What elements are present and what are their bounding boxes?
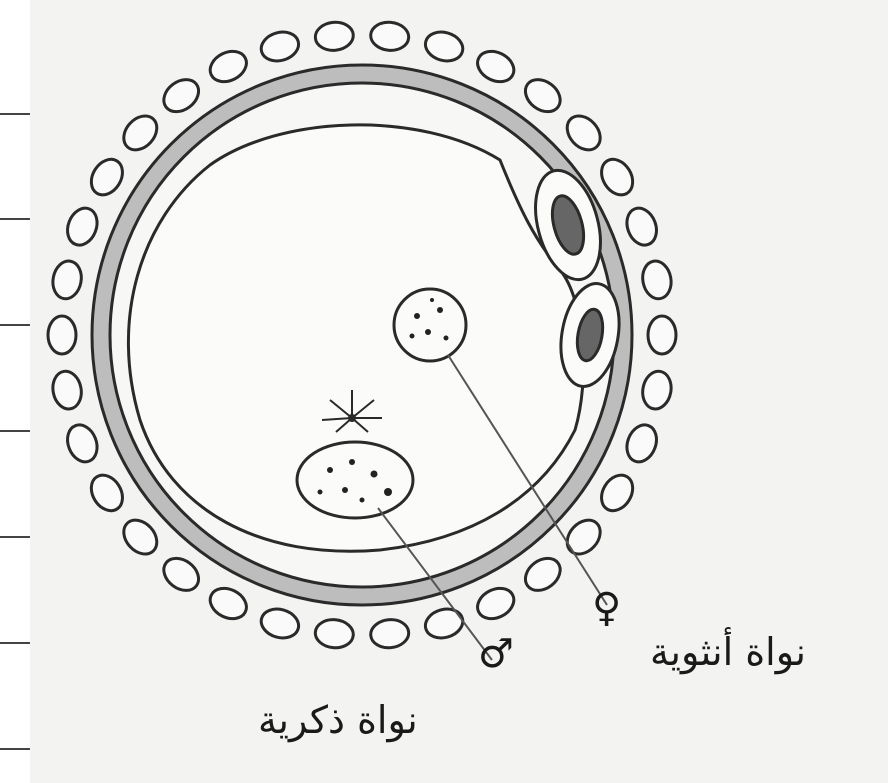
follicle-cell [519,73,566,118]
follicle-cell [622,204,662,250]
follicle-cell [62,204,102,250]
follicle-cell [648,316,676,354]
follicle-cell [595,469,639,516]
follicle-cell [622,421,662,467]
follicle-cell [314,21,354,52]
female-symbol: ♀ [592,588,621,628]
follicle-cell [205,45,252,87]
follicle-cell [314,618,354,649]
follicle-cell [117,109,163,156]
follicle-cell [369,21,409,52]
follicle-cell [205,582,252,624]
follicle-cell [85,469,129,516]
follicle-cell [561,514,607,561]
male-pronucleus [297,442,413,518]
male-symbol: ♂ [478,634,514,674]
follicle-cell [117,514,163,561]
follicle-cell [158,73,205,118]
follicle-cell [50,369,85,412]
male-nucleus-label: نواة ذكرية [258,698,418,742]
follicle-cell [519,552,566,597]
follicle-cell [369,618,409,649]
follicle-cell [595,154,639,201]
follicle-cell [422,605,466,642]
follicle-cell [640,259,675,302]
follicle-cell [158,552,205,597]
follicle-cell [62,421,102,467]
follicle-cell [48,316,76,354]
female-nucleus-label: نواة أنثوية [650,630,806,674]
follicle-cell [640,369,675,412]
follicle-cell [422,28,466,65]
follicle-cell [472,582,519,624]
follicle-cell [85,154,129,201]
follicle-cell [258,28,302,65]
follicle-cell [561,109,607,156]
follicle-cell [472,45,519,87]
female-pronucleus [394,289,466,361]
follicle-cell [258,605,302,642]
follicle-cell [50,259,85,302]
